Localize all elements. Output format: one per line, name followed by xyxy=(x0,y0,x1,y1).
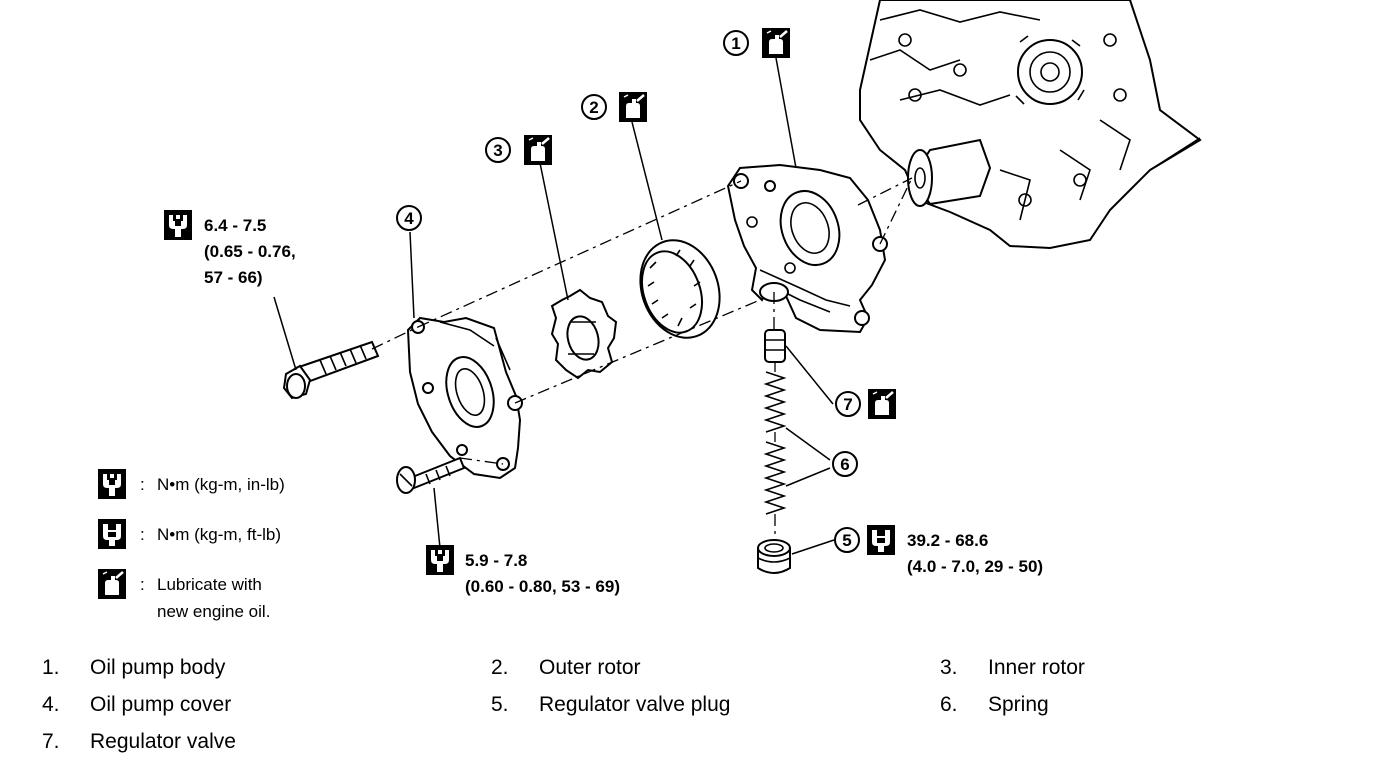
oil-can-icon xyxy=(866,387,898,421)
svg-text:5: 5 xyxy=(842,531,851,550)
regulator-valve-plug xyxy=(757,539,791,574)
part-name: Oil pump cover xyxy=(90,693,232,716)
exploded-view-diagram: 1 2 3 4 7 6 5 6.4 - 7.5 (0.65 - 0.76, 57… xyxy=(96,0,1202,621)
callout-5: 5 xyxy=(834,525,895,555)
callout-6: 6 xyxy=(832,451,858,477)
part-number: 2. xyxy=(491,656,509,679)
part-number: 7. xyxy=(42,730,60,753)
legend-lubricate: : Lubricate with new engine oil. xyxy=(96,567,270,621)
callout-7: 7 xyxy=(835,387,898,421)
inner-rotor xyxy=(550,288,618,380)
svg-text:5.9 - 7.8: 5.9 - 7.8 xyxy=(465,551,527,570)
callout-2: 2 xyxy=(581,90,649,124)
part-name: Regulator valve xyxy=(90,730,236,753)
svg-text:N•m (kg-m, in-lb): N•m (kg-m, in-lb) xyxy=(157,475,285,494)
svg-text:3: 3 xyxy=(493,141,502,160)
plug-torque-spec: 39.2 - 68.6 (4.0 - 7.0, 29 - 50) xyxy=(907,531,1043,576)
screw-torque-spec: 5.9 - 7.8 (0.60 - 0.80, 53 - 69) xyxy=(426,545,620,596)
part-name: Spring xyxy=(988,693,1049,716)
svg-text::: : xyxy=(140,525,145,544)
svg-text:(0.65 - 0.76,: (0.65 - 0.76, xyxy=(204,242,296,261)
legend-torque-inlb: : N•m (kg-m, in-lb) xyxy=(98,469,285,499)
torque-wrench-inlb-icon xyxy=(98,469,126,499)
svg-text:2: 2 xyxy=(589,98,598,117)
svg-text::: : xyxy=(140,475,145,494)
torque-wrench-inlb-icon xyxy=(164,210,192,240)
callout-4: 4 xyxy=(396,205,422,231)
legend: : N•m (kg-m, in-lb) : N•m (kg-m, ft-lb) … xyxy=(96,469,285,621)
svg-text:N•m (kg-m, ft-lb): N•m (kg-m, ft-lb) xyxy=(157,525,281,544)
oil-can-icon xyxy=(760,26,792,60)
alignment-lines xyxy=(371,177,913,540)
part-number: 3. xyxy=(940,656,958,679)
part-name: Regulator valve plug xyxy=(539,693,731,716)
leader-lines xyxy=(273,57,835,555)
part-number: 6. xyxy=(940,693,958,716)
engine-block xyxy=(859,0,1202,250)
svg-text:(4.0 - 7.0, 29 - 50): (4.0 - 7.0, 29 - 50) xyxy=(907,557,1043,576)
oil-can-icon xyxy=(96,567,128,601)
svg-text:6: 6 xyxy=(840,455,849,474)
part-number: 4. xyxy=(42,693,60,716)
svg-text:6.4 - 7.5: 6.4 - 7.5 xyxy=(204,216,266,235)
oil-pump-cover xyxy=(406,316,523,480)
callout-3: 3 xyxy=(485,133,554,167)
part-name: Outer rotor xyxy=(539,656,641,679)
oil-pump-screw xyxy=(396,456,466,494)
outer-rotor xyxy=(639,239,721,339)
regulator-springs xyxy=(763,371,787,515)
legend-torque-ftlb: : N•m (kg-m, ft-lb) xyxy=(98,519,281,549)
svg-text:7: 7 xyxy=(843,395,852,414)
part-number: 5. xyxy=(491,693,509,716)
svg-text:57 - 66): 57 - 66) xyxy=(204,268,263,287)
regulator-valve xyxy=(764,329,786,363)
bolt-torque-spec: 6.4 - 7.5 (0.65 - 0.76, 57 - 66) xyxy=(164,210,296,287)
oil-pump-bolt xyxy=(282,340,380,400)
svg-text:(0.60 - 0.80, 53 - 69): (0.60 - 0.80, 53 - 69) xyxy=(465,577,620,596)
torque-wrench-ftlb-icon xyxy=(98,519,126,549)
torque-wrench-inlb-icon xyxy=(426,545,454,575)
svg-text:Lubricate with: Lubricate with xyxy=(157,575,262,594)
oil-can-icon xyxy=(522,133,554,167)
part-number: 1. xyxy=(42,656,60,679)
callout-1: 1 xyxy=(723,26,792,60)
svg-text::: : xyxy=(140,575,145,594)
part-name: Inner rotor xyxy=(988,656,1085,679)
svg-text:39.2 - 68.6: 39.2 - 68.6 xyxy=(907,531,988,550)
svg-text:1: 1 xyxy=(731,34,740,53)
svg-text:new engine oil.: new engine oil. xyxy=(157,602,270,621)
svg-text:4: 4 xyxy=(404,209,414,228)
part-name: Oil pump body xyxy=(90,656,226,679)
oil-can-icon xyxy=(617,90,649,124)
torque-wrench-ftlb-icon xyxy=(867,525,895,555)
oil-pump-body xyxy=(726,163,888,334)
